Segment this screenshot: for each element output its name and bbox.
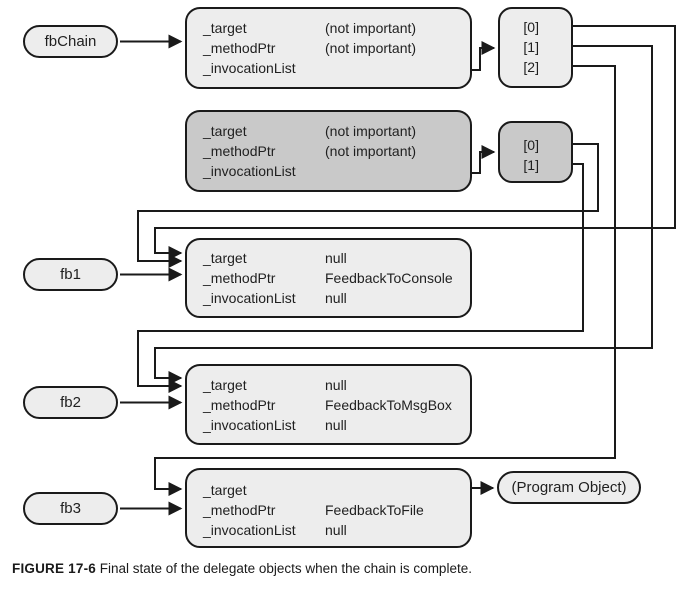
field-row: _methodPtr FeedbackToMsgBox [203,395,470,415]
fb3-label: fb3 [60,500,81,517]
field-name: _methodPtr [203,502,276,518]
field-name: _methodPtr [203,143,276,159]
field-name: _invocationList [203,60,296,76]
delegate-box-fb1: _target null _methodPtr FeedbackToConsol… [185,238,472,318]
array-item: [1] [523,39,539,55]
arrow-array3-1-to-fb2box [154,45,653,385]
field-value: (not important) [325,40,417,56]
field-row: _target null [203,375,470,395]
field-value: FeedbackToConsole [325,270,453,286]
field-name: _target [203,123,247,139]
field-value: (not important) [325,143,417,159]
fb1-variable-pill: fb1 [23,258,118,291]
program-object-label: (Program Object) [511,479,627,496]
figure-caption-label: FIGURE 17-6 [12,561,96,576]
field-name: _methodPtr [203,270,276,286]
field-value: (not important) [325,20,417,36]
field-name: _methodPtr [203,40,276,56]
field-name: _invocationList [203,290,296,306]
field-name: _invocationList [203,163,296,179]
invocation-array-2: [0] [1] [498,121,573,183]
field-row: _target [203,480,470,500]
field-row: _invocationList null [203,415,470,435]
field-value: null [325,250,347,266]
field-row: _methodPtr FeedbackToConsole [203,268,470,288]
field-name: _methodPtr [203,397,276,413]
field-value: FeedbackToMsgBox [325,397,452,413]
array-item: [0] [523,137,539,153]
fb3-variable-pill: fb3 [23,492,118,525]
field-row: _invocationList null [203,288,470,308]
figure-caption-text: Final state of the delegate objects when… [95,561,472,576]
field-row: _target (not important) [203,121,470,141]
field-value: FeedbackToFile [325,502,424,518]
field-row: _methodPtr (not important) [203,141,470,161]
field-row: _target null [203,248,470,268]
field-name: _target [203,377,247,393]
invocation-array-3: [0] [1] [2] [498,7,573,88]
field-value: null [325,377,347,393]
delegate-box-fb3: _target _methodPtr FeedbackToFile _invoc… [185,468,472,548]
figure-caption: FIGURE 17-6 Final state of the delegate … [12,561,472,576]
delegate-box-fb2: _target null _methodPtr FeedbackToMsgBox… [185,364,472,445]
field-row: _target (not important) [203,18,470,38]
field-name: _target [203,20,247,36]
field-name: _invocationList [203,522,296,538]
array-item: [1] [523,157,539,173]
delegate-box-chain-intermediate: _target (not important) _methodPtr (not … [185,110,472,192]
field-row: _invocationList [203,58,470,78]
field-row: _methodPtr FeedbackToFile [203,500,470,520]
field-name: _invocationList [203,417,296,433]
fbchain-variable-pill: fbChain [23,25,118,58]
fb1-label: fb1 [60,266,81,283]
program-object-pill: (Program Object) [497,471,641,504]
field-value: (not important) [325,123,417,139]
field-value: null [325,522,347,538]
field-value: null [325,290,347,306]
fbchain-label: fbChain [44,33,97,50]
field-row: _invocationList null [203,520,470,540]
array-item: [0] [523,19,539,35]
field-name: _target [203,250,247,266]
delegate-box-chain-final: _target (not important) _methodPtr (not … [185,7,472,89]
field-value: null [325,417,347,433]
fb2-label: fb2 [60,394,81,411]
fb2-variable-pill: fb2 [23,386,118,419]
field-row: _invocationList [203,161,470,181]
array-item: [2] [523,59,539,75]
field-name: _target [203,482,247,498]
field-row: _methodPtr (not important) [203,38,470,58]
